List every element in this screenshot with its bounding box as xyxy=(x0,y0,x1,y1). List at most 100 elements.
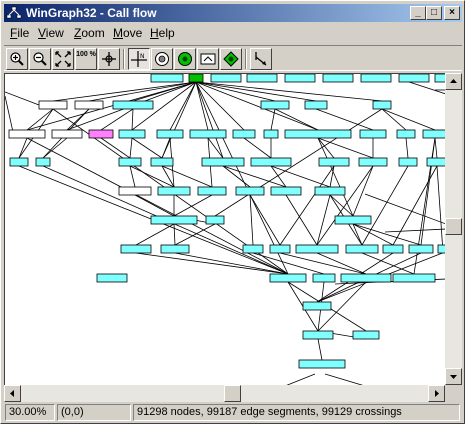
graph-node[interactable] xyxy=(302,301,332,311)
graph-node[interactable] xyxy=(396,129,416,139)
graph-node[interactable] xyxy=(88,129,114,139)
zoom-100-button[interactable]: 100 % xyxy=(75,48,97,70)
graph-node[interactable] xyxy=(9,157,29,167)
graph-node[interactable] xyxy=(398,74,430,83)
zoom-in-button[interactable] xyxy=(6,48,28,70)
graph-node[interactable] xyxy=(372,100,392,110)
graph-node[interactable] xyxy=(422,129,445,139)
graph-canvas[interactable] xyxy=(4,73,445,385)
scroll-left-button[interactable] xyxy=(4,385,21,402)
graph-node[interactable] xyxy=(38,100,68,110)
graph-node[interactable] xyxy=(150,215,198,225)
graph-node[interactable] xyxy=(8,129,46,139)
scroll-up-button[interactable] xyxy=(445,73,462,90)
graph-node[interactable] xyxy=(235,186,265,196)
graph-node[interactable] xyxy=(150,74,184,83)
graph-node[interactable] xyxy=(150,157,174,167)
maximize-button[interactable]: □ xyxy=(426,6,442,20)
graph-node[interactable] xyxy=(426,157,445,167)
vertical-scroll-thumb[interactable] xyxy=(445,218,462,235)
graph-node[interactable] xyxy=(74,100,104,110)
zoom-out-button[interactable] xyxy=(29,48,51,70)
graph-node[interactable] xyxy=(96,273,128,283)
graph-node[interactable] xyxy=(304,100,328,110)
graph-edge xyxy=(129,165,175,188)
menu-zoom[interactable]: Zoom xyxy=(74,26,105,40)
graph-node[interactable] xyxy=(120,244,152,254)
horizontal-scroll-thumb[interactable] xyxy=(224,385,241,402)
graph-node[interactable] xyxy=(382,244,404,254)
graph-node[interactable] xyxy=(360,74,392,83)
graph-node[interactable] xyxy=(269,273,307,283)
graph-node[interactable] xyxy=(189,129,227,139)
graph-edge xyxy=(352,223,363,246)
graph-node[interactable] xyxy=(250,157,292,167)
graph-node[interactable] xyxy=(345,244,379,254)
graph-node[interactable] xyxy=(392,273,436,283)
fold-button[interactable] xyxy=(174,48,196,70)
graph-node[interactable] xyxy=(160,244,190,254)
graph-node[interactable] xyxy=(112,100,154,110)
graph-node[interactable] xyxy=(284,74,316,83)
follow-edge-button[interactable] xyxy=(250,48,272,70)
graph-node[interactable] xyxy=(232,129,256,139)
graph-node[interactable] xyxy=(270,186,302,196)
graph-node[interactable] xyxy=(260,100,290,110)
graph-node[interactable] xyxy=(51,129,83,139)
call-flow-graph[interactable] xyxy=(5,74,445,385)
title-bar[interactable]: WinGraph32 - Call flow _ □ × xyxy=(4,4,462,22)
graph-node[interactable] xyxy=(205,215,225,225)
graph-node[interactable] xyxy=(314,186,346,196)
graph-node[interactable] xyxy=(312,273,336,283)
graph-node[interactable] xyxy=(210,74,242,83)
graph-node[interactable] xyxy=(318,157,350,167)
normal-mode-button[interactable]: N xyxy=(128,48,150,70)
menu-help[interactable]: Help xyxy=(150,26,175,40)
graph-node[interactable] xyxy=(358,157,388,167)
horizontal-scrollbar[interactable] xyxy=(4,385,445,402)
layout-button[interactable] xyxy=(151,48,173,70)
graph-node[interactable] xyxy=(35,157,51,167)
graph-node[interactable] xyxy=(302,330,334,340)
graph-edge xyxy=(100,137,131,159)
vertical-scrollbar[interactable] xyxy=(445,73,462,385)
graph-node[interactable] xyxy=(352,330,380,340)
scroll-down-button[interactable] xyxy=(445,368,462,385)
graph-node[interactable] xyxy=(118,129,146,139)
graph-node[interactable] xyxy=(334,215,372,225)
center-button[interactable] xyxy=(98,48,120,70)
menu-file[interactable]: File xyxy=(10,26,30,40)
menu-view[interactable]: View xyxy=(38,26,64,40)
close-button[interactable]: × xyxy=(444,6,460,20)
graph-node[interactable] xyxy=(398,157,418,167)
fit-window-button[interactable] xyxy=(52,48,74,70)
scroll-right-button[interactable] xyxy=(428,385,445,402)
graph-node[interactable] xyxy=(263,129,279,139)
unfold-button[interactable] xyxy=(220,48,242,70)
graph-node[interactable] xyxy=(284,129,352,139)
graph-button[interactable] xyxy=(197,48,219,70)
graph-node[interactable] xyxy=(157,186,191,196)
graph-node[interactable] xyxy=(295,244,339,254)
graph-node[interactable] xyxy=(201,157,245,167)
graph-node[interactable] xyxy=(322,74,354,83)
graph-node[interactable] xyxy=(246,74,278,83)
menu-move[interactable]: Move xyxy=(113,26,143,40)
graph-node[interactable] xyxy=(118,186,152,196)
graph-node[interactable] xyxy=(437,244,445,254)
graph-node[interactable] xyxy=(188,74,204,83)
graph-node[interactable] xyxy=(197,186,227,196)
minimize-button[interactable]: _ xyxy=(410,6,426,20)
graph-node[interactable] xyxy=(156,129,184,139)
graph-node[interactable] xyxy=(340,273,392,283)
graph-node[interactable] xyxy=(298,359,346,369)
layout-icon xyxy=(155,52,169,66)
graph-edge xyxy=(174,252,289,275)
graph-node[interactable] xyxy=(269,244,291,254)
graph-edge xyxy=(195,81,209,131)
graph-node[interactable] xyxy=(408,244,434,254)
graph-node[interactable] xyxy=(434,74,445,83)
graph-node[interactable] xyxy=(359,129,387,139)
graph-node[interactable] xyxy=(118,157,142,167)
graph-node[interactable] xyxy=(242,244,264,254)
